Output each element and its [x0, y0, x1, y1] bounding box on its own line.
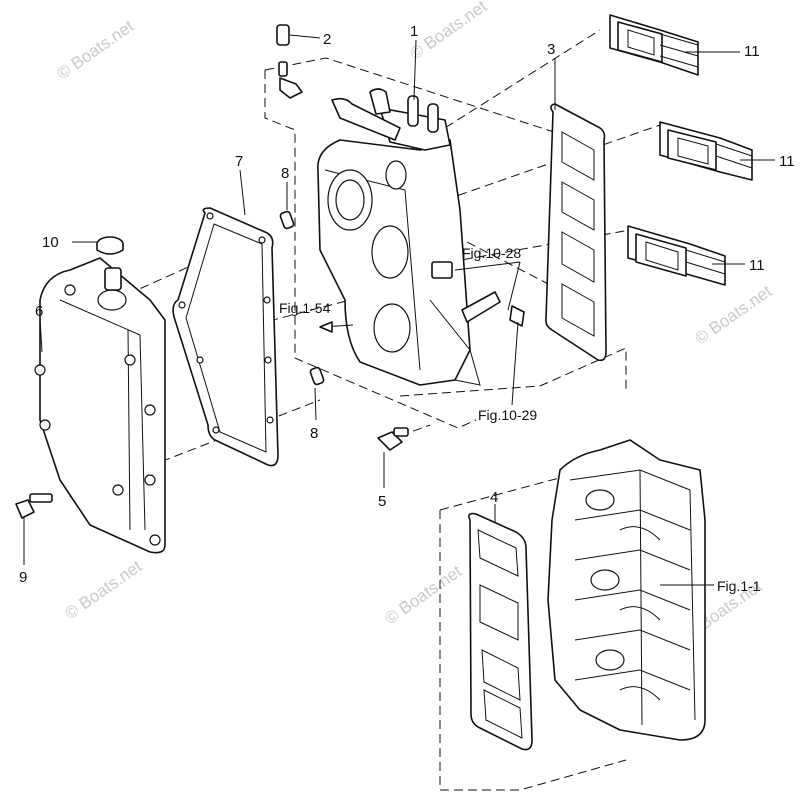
dowel-pins — [279, 210, 325, 386]
intake-manifold — [317, 88, 481, 386]
watermark: © Boats.net — [406, 0, 490, 63]
bolt-9 — [15, 493, 53, 519]
watermark: © Boats.net — [381, 561, 465, 628]
crankcase-gasket — [468, 512, 533, 751]
callout-7: 7 — [235, 153, 243, 170]
cover-gasket — [172, 207, 279, 467]
bolt-5 — [377, 427, 409, 451]
callout-2: 2 — [323, 31, 331, 48]
crankcase-block — [547, 439, 706, 741]
callout-10: 10 — [42, 234, 59, 251]
reed-plate-gasket — [545, 103, 607, 362]
ref-fig-10-28: Fig.10-28 — [462, 245, 521, 261]
figure-references: Fig.10-28 Fig.10-29 Fig.1-54 Fig.1-1 — [279, 245, 761, 594]
intake-cover — [34, 257, 166, 554]
ref-fig-1-1: Fig.1-1 — [717, 578, 761, 594]
reed-valve-bottom — [627, 225, 726, 286]
callout-8-upper: 8 — [281, 165, 289, 182]
callout-5: 5 — [378, 493, 386, 510]
hose-fitting — [276, 24, 303, 99]
callout-9: 9 — [19, 569, 27, 586]
watermark: © Boats.net — [691, 281, 775, 348]
callout-11-top: 11 — [744, 43, 760, 60]
callout-labels: 2 1 3 11 11 11 7 8 10 6 8 5 9 4 — [19, 23, 795, 586]
sensor-part — [431, 261, 525, 327]
callout-11-middle: 11 — [779, 153, 795, 170]
watermark: © Boats.net — [61, 556, 145, 623]
ref-fig-1-54: Fig.1-54 — [279, 300, 331, 316]
leader-lines — [23, 34, 775, 586]
callout-3: 3 — [547, 41, 555, 58]
plug — [96, 236, 124, 255]
reed-valve-middle — [659, 121, 753, 181]
reed-valve-top — [609, 14, 699, 76]
ref-fig-10-29: Fig.10-29 — [478, 407, 537, 423]
callout-4: 4 — [490, 489, 498, 506]
callout-1: 1 — [410, 23, 418, 40]
callout-6: 6 — [35, 303, 43, 320]
callout-11-bottom: 11 — [749, 257, 765, 274]
callout-8-lower: 8 — [310, 425, 318, 442]
watermark: © Boats.net — [53, 16, 137, 83]
